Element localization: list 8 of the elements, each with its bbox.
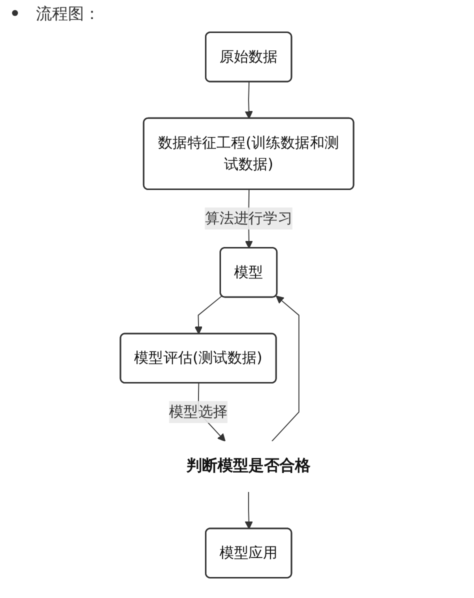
- arrow: [194, 296, 222, 334]
- arrow: [244, 491, 253, 530]
- title: 流程图：: [36, 4, 100, 25]
- node-text: 判断模型是否合格: [186, 456, 311, 476]
- edge-label: 算法进行学习: [204, 209, 292, 227]
- arrow: [244, 82, 253, 119]
- edge-label: 模型选择: [169, 402, 228, 420]
- arrow: [271, 296, 300, 442]
